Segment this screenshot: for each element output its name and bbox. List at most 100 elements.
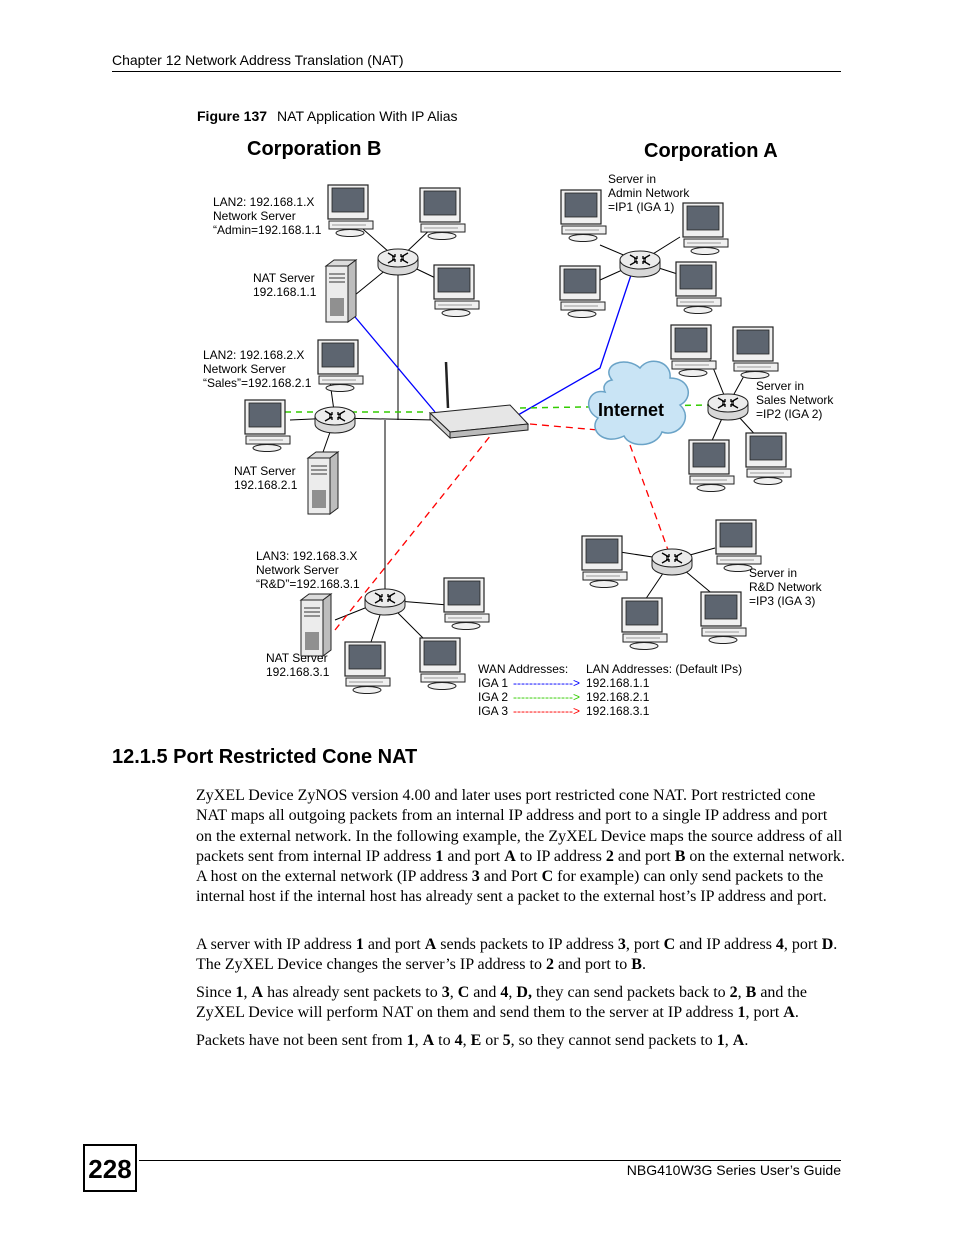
paragraph-text: . [794, 1004, 799, 1022]
computer-icon [682, 202, 729, 256]
paragraph-text: . [641, 956, 646, 974]
legend-arrow-iga3: ---------------> [513, 704, 580, 718]
body-paragraph: Since 1, A has already sent packets to 3… [196, 983, 846, 1024]
bold-term: 1 [716, 1032, 725, 1049]
bold-term: A [783, 1004, 795, 1022]
bold-term: 4 [775, 936, 784, 953]
iga3-link-rd [629, 444, 669, 551]
bold-term: 3 [617, 936, 626, 953]
bold-term: A [251, 984, 264, 1001]
paragraph-text: , port [625, 936, 664, 953]
running-header: Chapter 12 Network Address Translation (… [112, 52, 404, 68]
legend-lan-iga2: 192.168.2.1 [586, 690, 650, 704]
bold-term: B [674, 847, 686, 865]
paragraph-text: and [469, 984, 501, 1001]
router-icon [314, 406, 356, 434]
nat-server-3-label: NAT Server 192.168.3.1 [266, 651, 331, 679]
rd-server-label: Server in R&D Network =IP3 (IGA 3) [749, 566, 825, 608]
computer-icon [732, 326, 779, 380]
paragraph-text: . [744, 1032, 749, 1049]
computer-icon [675, 261, 722, 315]
paragraph-text: , [414, 1032, 423, 1049]
internet-label: Internet [598, 400, 664, 420]
paragraph-text: , port [783, 936, 822, 953]
sales-server-label: Server in Sales Network =IP2 (IGA 2) [756, 379, 837, 421]
bold-term: A [424, 936, 437, 953]
bold-term: 3 [441, 984, 450, 1001]
bold-term: A [732, 1032, 745, 1049]
figure-title: NAT Application With IP Alias [277, 108, 458, 124]
body-paragraph: ZyXEL Device ZyNOS version 4.00 and late… [196, 786, 846, 908]
paragraph-text: , [462, 1032, 471, 1049]
lan-addresses-header: LAN Addresses: (Default IPs) [586, 662, 742, 676]
paragraph-text: has already sent packets to [263, 984, 442, 1001]
bold-term: B [631, 956, 642, 974]
computer-icon [433, 264, 480, 318]
paragraph-text: and the ZyXEL Device will perform NAT on… [196, 984, 807, 1022]
admin-server-label: Server in Admin Network =IP1 (IGA 1) [608, 172, 693, 214]
iga1-link-lan [344, 304, 436, 413]
section-heading: 12.1.5 Port Restricted Cone NAT [112, 746, 418, 768]
router-icon [651, 548, 693, 576]
internet-cloud-icon: Internet [587, 360, 690, 446]
bold-term: 4 [500, 984, 509, 1001]
legend-arrow-iga1: ---------------> [513, 676, 580, 690]
bold-term: 1 [435, 847, 444, 865]
bold-term: 1 [235, 984, 244, 1001]
nat-server-icon [325, 259, 357, 323]
bold-term: B [745, 984, 757, 1001]
paragraph-text: , [508, 984, 517, 1001]
paragraph-text: and port [363, 936, 425, 953]
computer-icon [419, 187, 466, 241]
paragraph-text: for example) can only send packets to th… [196, 868, 827, 906]
bold-term: 2 [605, 847, 614, 865]
computer-icon [327, 184, 374, 238]
computer-icon [344, 641, 391, 695]
bold-term: 2 [729, 984, 738, 1001]
guide-title: NBG410W3G Series User’s Guide [626, 1162, 841, 1178]
bold-term: 1 [737, 1004, 746, 1022]
computer-icon [670, 324, 717, 378]
paragraph-text: sends packets to IP address [436, 936, 618, 953]
legend-lan-iga3: 192.168.3.1 [586, 704, 650, 718]
bold-term: 5 [502, 1032, 511, 1049]
page-number: 228 [83, 1144, 137, 1192]
legend-lan-iga1: 192.168.1.1 [586, 676, 650, 690]
computer-icon [560, 189, 607, 243]
nat-server-icon [307, 451, 339, 515]
computer-icon [443, 577, 490, 631]
body-paragraph: A server with IP address 1 and port A se… [196, 935, 846, 976]
paragraph-text: , [724, 1032, 733, 1049]
router-icon [364, 588, 406, 616]
corporation-a-title: Corporation A [644, 140, 778, 162]
router-icon [619, 250, 661, 278]
computer-icon [317, 339, 364, 393]
paragraph-text: ZyXEL Device ZyNOS version 4.00 and late… [196, 787, 843, 865]
nat-diagram: Corporation B Corporation A [203, 138, 837, 718]
computer-icon [559, 265, 606, 319]
paragraph-text: and port [613, 847, 675, 865]
paragraph-text: and port [443, 847, 505, 865]
bold-term: D [821, 936, 834, 953]
paragraph-text: A server with IP address [196, 936, 356, 953]
paragraph-text: , so they cannot send packets to [510, 1032, 717, 1049]
computer-icon [688, 439, 735, 493]
address-legend: WAN Addresses: LAN Addresses: (Default I… [478, 662, 742, 718]
bold-term: D, [516, 984, 532, 1001]
computer-icon [700, 591, 747, 645]
lan2-network-label: LAN2: 192.168.2.X Network Server “Sales”… [203, 348, 312, 390]
bold-term: E [470, 1032, 482, 1049]
computer-icon [745, 432, 792, 486]
header-rule [112, 71, 841, 72]
paragraph-text: . The ZyXEL Device changes the server’s … [196, 936, 838, 974]
nat-server-1-label: NAT Server 192.168.1.1 [253, 271, 318, 299]
nat-server-2-label: NAT Server 192.168.2.1 [234, 464, 299, 492]
paragraph-text: , [737, 984, 746, 1001]
computer-icon [715, 519, 762, 573]
iga3-link-internet [529, 423, 599, 431]
paragraph-text: , [243, 984, 252, 1001]
bold-term: 4 [454, 1032, 463, 1049]
lan3-network-label: LAN3: 192.168.3.X Network Server “R&D”=1… [256, 549, 361, 591]
paragraph-text: Since [196, 984, 236, 1001]
